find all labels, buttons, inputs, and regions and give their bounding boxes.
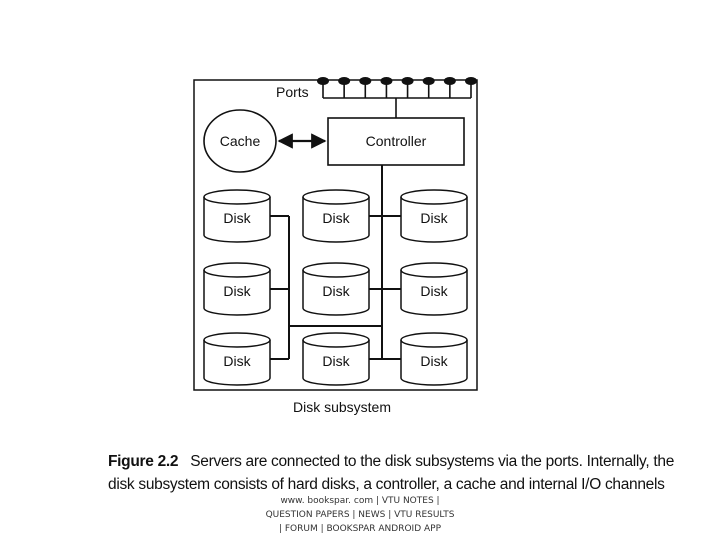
port-dot [338, 77, 351, 85]
port-dot [380, 77, 393, 85]
footer-line-1: www. bookspar. com | VTU NOTES | [280, 496, 440, 506]
disk-top-rim [203, 339, 271, 348]
port-dot [317, 77, 329, 85]
disk-label: Disk [420, 210, 448, 226]
disk-label: Disk [420, 353, 448, 369]
disk-label: Disk [322, 353, 350, 369]
footer-line-3: | FORUM | BOOKSPAR ANDROID APP [278, 524, 442, 534]
port-dot [359, 77, 372, 85]
disk-label: Disk [322, 210, 350, 226]
disk-cylinder: Disk [203, 189, 271, 243]
port-dot [422, 77, 435, 85]
footer-watermark: www. bookspar. com | VTU NOTES | QUESTIO… [240, 494, 480, 536]
disk-top-rim [400, 339, 468, 348]
port-dot [465, 77, 477, 85]
disk-cylinder: Disk [203, 332, 271, 386]
disk-cylinder: Disk [400, 262, 468, 316]
disk-label: Disk [223, 210, 251, 226]
disk-cylinder: Disk [400, 189, 468, 243]
port-dot [443, 77, 456, 85]
figure-caption-text: Servers are connected to the disk subsys… [108, 453, 675, 493]
disk-cylinder: Disk [400, 332, 468, 386]
disk-top-rim [302, 339, 370, 348]
subsystem-frame [193, 79, 478, 391]
disk-label: Disk [223, 353, 251, 369]
controller-label: Controller [366, 133, 427, 149]
port-dot [401, 77, 414, 85]
internal-io-channels [270, 165, 401, 360]
disk-top-rim [400, 196, 468, 205]
disk-top-rim [302, 269, 370, 278]
disk-label: Disk [322, 283, 350, 299]
disk-label: Disk [420, 283, 448, 299]
subsystem-label: Disk subsystem [293, 399, 391, 415]
cache-label: Cache [220, 133, 261, 149]
disk-top-rim [400, 269, 468, 278]
controller-box [327, 117, 465, 166]
disk-top-rim [302, 196, 370, 205]
disk-cylinder: Disk [203, 262, 271, 316]
footer-line-2: QUESTION PAPERS | NEWS | VTU RESULTS [265, 510, 455, 520]
disk-top-rim [203, 196, 271, 205]
disk-cylinder: Disk [302, 262, 370, 316]
ports-group [317, 77, 477, 118]
figure-number: Figure 2.2 [108, 453, 179, 470]
disk-top-rim [203, 269, 271, 278]
ports-label: Ports [276, 84, 309, 100]
disk-label: Disk [223, 283, 251, 299]
disk-cylinder: Disk [302, 189, 370, 243]
disk-cylinder: Disk [302, 332, 370, 386]
cache-circle [203, 109, 277, 173]
